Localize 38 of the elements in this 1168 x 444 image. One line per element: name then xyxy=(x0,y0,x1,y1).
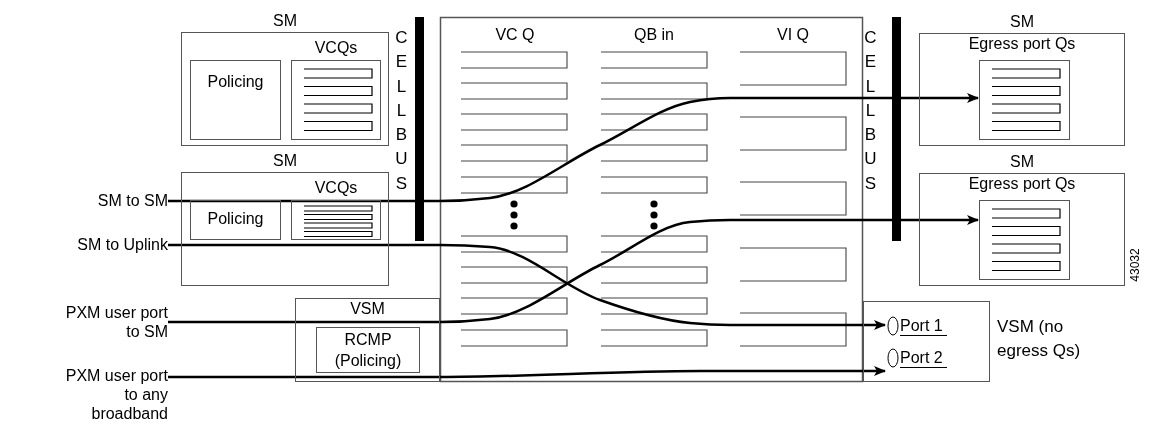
module-box xyxy=(295,298,440,382)
flow-label: PXM user port to any broadband xyxy=(64,366,168,423)
bus-label: CELLBUS xyxy=(394,27,409,195)
module-box xyxy=(863,301,990,382)
function-label: RCMP (Policing) xyxy=(333,330,403,371)
module-title: VSM xyxy=(349,300,386,318)
module-caption: VSM (no egress Qs) xyxy=(997,316,1082,362)
queue-title: VCQs xyxy=(313,179,359,197)
port xyxy=(886,346,948,370)
column-header: VI Q xyxy=(776,26,810,44)
policing-box xyxy=(190,200,281,240)
policing-box xyxy=(190,60,281,140)
arrow xyxy=(168,215,979,324)
module-title: SM xyxy=(1009,153,1035,171)
arrow xyxy=(168,366,886,379)
arrow xyxy=(168,243,886,330)
arrow xyxy=(168,93,979,203)
port xyxy=(886,314,948,338)
flow-label: SM to Uplink xyxy=(77,235,168,255)
column-header: QB in xyxy=(633,26,675,44)
bus-label: CELLBUS xyxy=(863,27,878,195)
section-title: Egress port Qs xyxy=(967,175,1077,193)
queue-box xyxy=(979,200,1070,280)
function-label: Policing xyxy=(206,73,265,91)
queue-box xyxy=(979,60,1070,140)
flow-label: SM to SM xyxy=(97,191,168,211)
column-header: VC Q xyxy=(494,26,536,44)
queue-title: VCQs xyxy=(313,39,359,57)
port-label: Port 1 xyxy=(900,316,947,336)
policing-box xyxy=(316,327,420,373)
section-title: Egress port Qs xyxy=(967,35,1077,53)
port-label: Port 2 xyxy=(900,348,947,368)
figure-number: 43032 xyxy=(1127,248,1142,282)
flow-label: PXM user port to SM xyxy=(64,303,168,341)
module-title: SM xyxy=(272,12,298,30)
function-label: Policing xyxy=(206,210,265,228)
module-title: SM xyxy=(272,152,298,170)
module-title: SM xyxy=(1009,13,1035,31)
